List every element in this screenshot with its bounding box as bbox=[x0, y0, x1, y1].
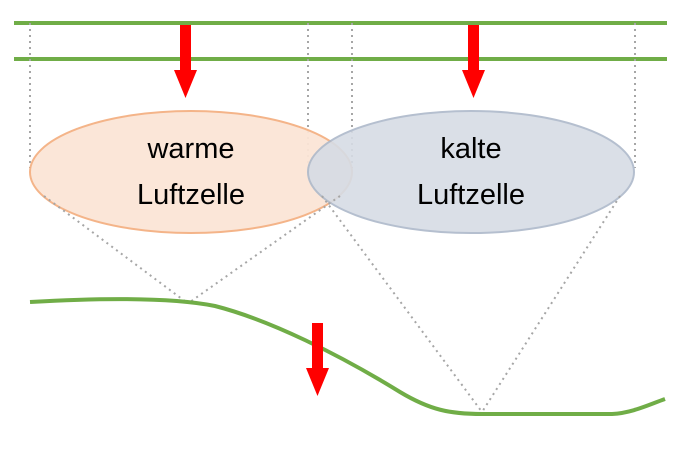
down-arrow-left-head bbox=[174, 70, 197, 98]
cold-cell-label-line2: Luftzelle bbox=[417, 179, 525, 211]
cold-cell-ellipse bbox=[307, 110, 635, 234]
down-arrow-ground bbox=[306, 323, 329, 396]
warm-cell-label-line2: Luftzelle bbox=[137, 179, 245, 211]
warm-cell-label-line1: warme bbox=[146, 133, 234, 165]
cone-line-cold-right bbox=[481, 195, 621, 413]
down-arrow-ground-head bbox=[306, 368, 329, 396]
cone-line-warm-right bbox=[189, 195, 341, 303]
down-arrow-left bbox=[174, 25, 197, 98]
down-arrow-ground-shaft bbox=[312, 323, 323, 370]
down-arrow-left-shaft bbox=[180, 25, 191, 72]
cone-projection-lines bbox=[43, 195, 621, 413]
ground-curve bbox=[29, 297, 666, 416]
down-arrow-right-head bbox=[462, 70, 485, 98]
down-arrow-right bbox=[462, 25, 485, 98]
cold-cell-label-line1: kalte bbox=[440, 133, 501, 165]
down-arrow-right-shaft bbox=[468, 25, 479, 72]
warm-cell-ellipse bbox=[29, 110, 353, 234]
